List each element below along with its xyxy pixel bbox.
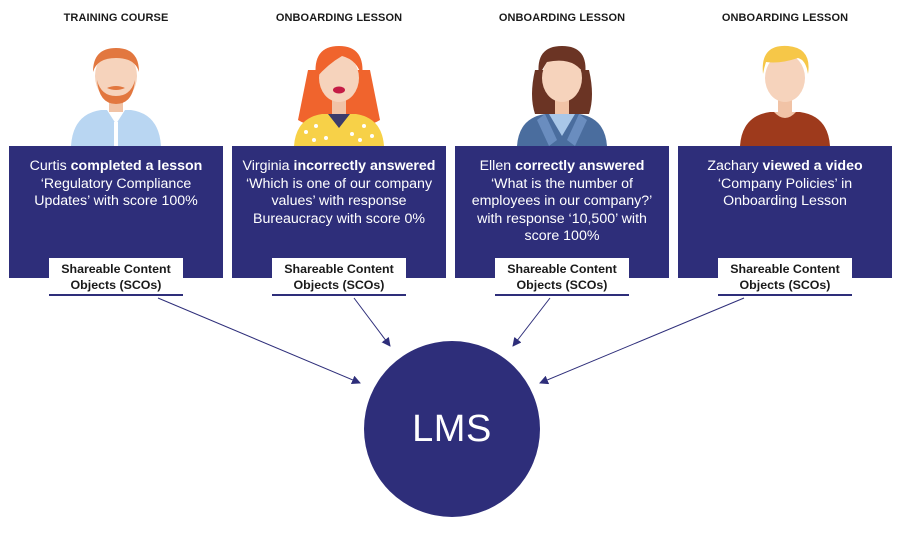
activity-statement: Curtis completed a lesson ‘Regulatory Co…: [17, 158, 215, 211]
man-blond-avatar-icon: [740, 45, 830, 146]
learner-name: Curtis: [29, 158, 67, 174]
column-onboarding-lesson-3: ONBOARDING LESSON Zachary viewed a video…: [678, 0, 892, 300]
activity-statement: Virginia incorrectly answered ‘Which is …: [240, 158, 438, 228]
learner-name: Zachary: [707, 158, 759, 174]
activity-detail: ‘Which is one of our company values’ wit…: [245, 175, 433, 227]
sco-label: Shareable Content Objects (SCOs): [49, 258, 183, 296]
column-onboarding-lesson-1: ONBOARDING LESSON Virginia incorrectly a…: [232, 0, 446, 300]
arrow-to-lms-2: [353, 297, 391, 347]
man-beard-avatar-icon: [71, 48, 161, 146]
column-heading: ONBOARDING LESSON: [275, 12, 403, 24]
activity-detail: ‘Company Policies’ in Onboarding Lesson: [717, 175, 853, 210]
arrow-to-lms-1: [157, 297, 361, 385]
activity-statement: Zachary viewed a video ‘Company Policies…: [686, 158, 884, 211]
woman-red-hair-avatar-icon: [294, 46, 384, 146]
column-heading: TRAINING COURSE: [63, 12, 169, 24]
learner-name: Ellen: [479, 158, 512, 174]
activity-card: Curtis completed a lesson ‘Regulatory Co…: [9, 146, 223, 278]
column-onboarding-lesson-2: ONBOARDING LESSON Ellen correctly answer…: [455, 0, 669, 300]
activity-card: Ellen correctly answered ‘What is the nu…: [455, 146, 669, 278]
column-training-course: TRAINING COURSE Curtis completed a lesso…: [9, 0, 223, 300]
sco-label: Shareable Content Objects (SCOs): [272, 258, 406, 296]
activity-detail: ‘What is the number of employees in our …: [471, 175, 653, 245]
arrow-to-lms-3: [512, 297, 551, 347]
woman-brown-hair-avatar-icon: [517, 46, 607, 146]
activity-detail: ‘Regulatory Compliance Updates’ with sco…: [34, 175, 198, 210]
activity-card: Virginia incorrectly answered ‘Which is …: [232, 146, 446, 278]
column-heading: ONBOARDING LESSON: [721, 12, 849, 24]
lms-node: LMS: [364, 341, 540, 517]
sco-label: Shareable Content Objects (SCOs): [718, 258, 852, 296]
activity-verb: viewed a video: [762, 158, 863, 174]
learner-name: Virginia: [242, 158, 290, 174]
arrow-to-lms-4: [539, 297, 745, 385]
activity-verb: correctly answered: [515, 158, 645, 174]
activity-verb: completed a lesson: [70, 158, 203, 174]
activity-card: Zachary viewed a video ‘Company Policies…: [678, 146, 892, 278]
activity-statement: Ellen correctly answered ‘What is the nu…: [463, 158, 661, 246]
sco-label: Shareable Content Objects (SCOs): [495, 258, 629, 296]
lms-label: LMS: [412, 407, 492, 450]
column-heading: ONBOARDING LESSON: [498, 12, 626, 24]
activity-verb: incorrectly answered: [293, 158, 436, 174]
